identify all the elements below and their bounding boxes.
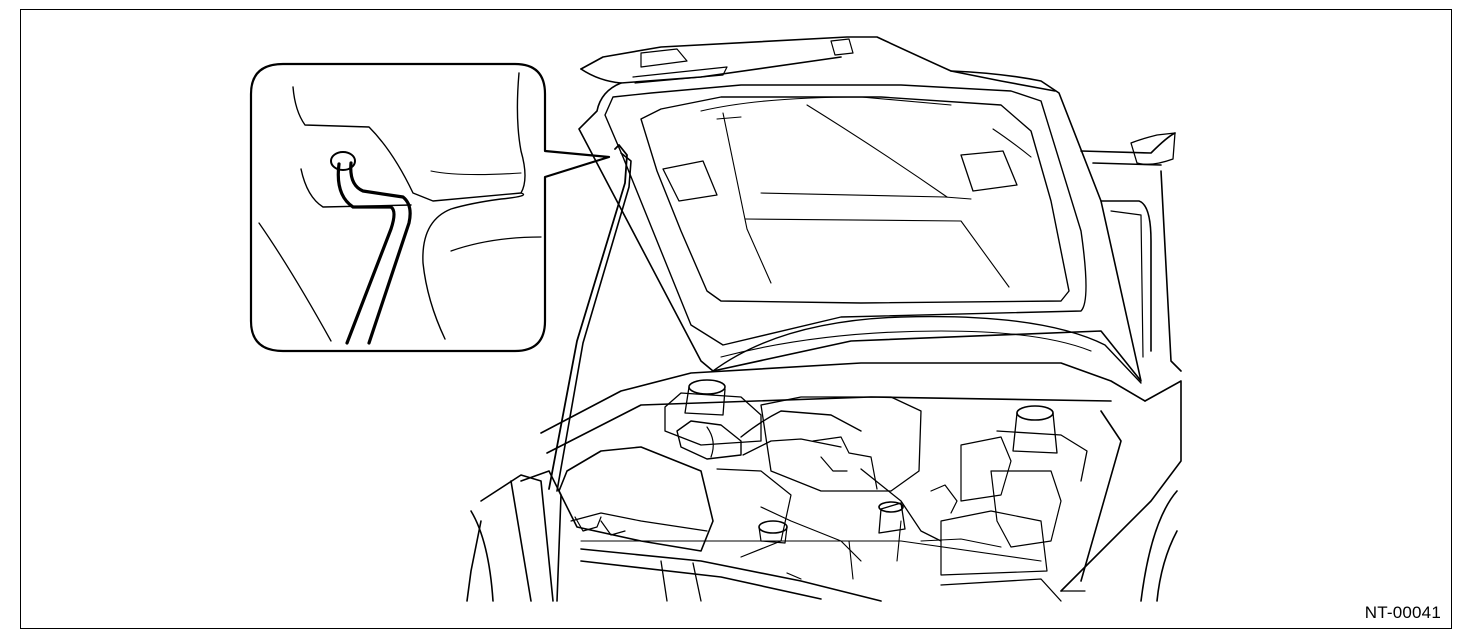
rod-hole (331, 152, 355, 170)
vehicle-body (467, 363, 1181, 601)
reservoir-cap-right (1017, 406, 1053, 420)
hood-stay-hook (338, 164, 394, 343)
hood-pad-right (961, 151, 1017, 191)
air-cleaner-box (559, 447, 713, 551)
windshield (1081, 133, 1181, 371)
engine-components (559, 380, 1087, 579)
hood (579, 37, 1141, 383)
oil-filler-cap (759, 521, 787, 533)
hood-insulator (641, 97, 1069, 303)
reservoir-cap-left (689, 380, 725, 394)
figure-code: NT-00041 (1364, 603, 1441, 622)
detail-callout (251, 64, 609, 351)
engine-cover (761, 397, 921, 491)
hood-stay-rod (549, 145, 631, 491)
hood-outline (579, 71, 1141, 381)
intake-duct (677, 421, 741, 459)
engine-bay-illustration (21, 10, 1451, 628)
hood-pad-left (663, 161, 717, 201)
detail-callout-frame (251, 64, 609, 351)
figure-frame: NT-00041 (20, 9, 1452, 629)
